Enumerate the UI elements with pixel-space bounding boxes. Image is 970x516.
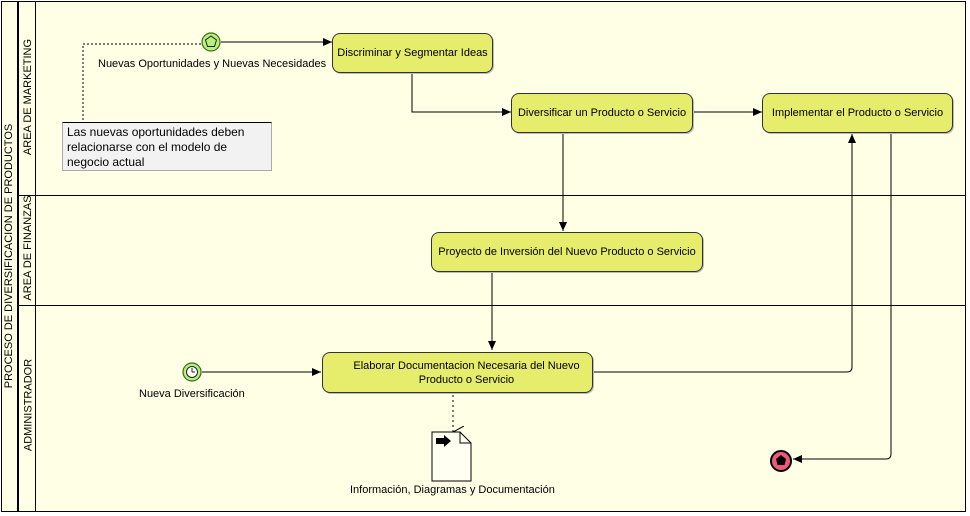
task-diversificar[interactable]: Diversificar un Producto o Servicio xyxy=(511,93,693,133)
task-elaborar[interactable]: Elaborar Documentacion Necesaria del Nue… xyxy=(322,352,593,393)
task-discriminar[interactable]: Discriminar y Segmentar Ideas xyxy=(332,33,493,73)
task-elaborar-label: Elaborar Documentacion Necesaria del Nue… xyxy=(353,359,580,386)
artifact-label: Información, Diagramas y Documentación xyxy=(350,484,555,496)
pool-header: PROCESO DE DIVERSIFICACION DE PRODUCTOS xyxy=(2,2,19,511)
timer-start-label: Nueva Diversificación xyxy=(139,388,245,400)
signal-start-event[interactable] xyxy=(201,32,221,52)
task-implementar[interactable]: Implementar el Producto o Servicio xyxy=(762,93,953,133)
data-object-icon[interactable] xyxy=(431,431,472,482)
end-event[interactable] xyxy=(770,450,792,472)
association-annotation xyxy=(82,43,201,121)
flow-implementar-to-end xyxy=(793,133,892,463)
flow-discriminar-to-diversificar xyxy=(411,73,511,116)
task-proyecto[interactable]: Proyecto de Inversión del Nuevo Producto… xyxy=(431,232,703,272)
lane-divider-1 xyxy=(19,195,966,196)
flow-elaborar-to-implementar xyxy=(593,134,856,373)
text-annotation[interactable]: Las nuevas oportunidades deben relaciona… xyxy=(62,122,272,171)
signal-start-label: Nuevas Oportunidades y Nuevas Necesidade… xyxy=(98,58,327,70)
timer-start-event[interactable] xyxy=(182,362,202,382)
lane-header-separator xyxy=(35,1,36,512)
